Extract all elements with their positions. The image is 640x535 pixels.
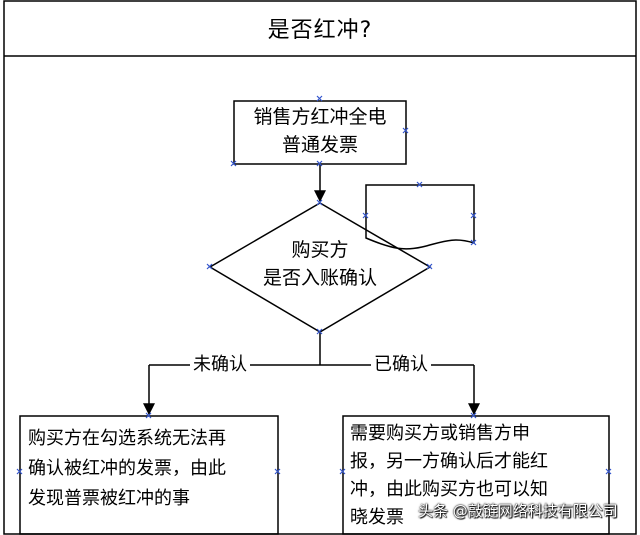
decision-line-2: 是否入账确认 xyxy=(262,267,377,289)
decision-line-1: 购买方 xyxy=(291,239,349,261)
right-result-line-2: 报，另一方确认后才能红 xyxy=(350,451,548,472)
start-box-line-1: 销售方红冲全电 xyxy=(253,106,387,128)
right-result-line-4: 晓发票 xyxy=(350,507,404,528)
right-result-box xyxy=(342,415,610,535)
left-result-line-3: 发现普票被红冲的事 xyxy=(28,488,190,509)
branch-left-label: 未确认 xyxy=(190,354,250,376)
right-result-line-1: 需要购买方或销售方申 xyxy=(350,423,530,444)
diagram-title: 是否红冲? xyxy=(267,18,373,43)
branch-right-label: 已确认 xyxy=(371,354,431,376)
start-box-line-2: 普通发票 xyxy=(281,134,358,156)
right-result-line-3: 冲，由此购买方也可以知 xyxy=(350,479,548,500)
document-shape xyxy=(365,184,475,250)
watermark: 头条 @敲链网络科技有限公司 xyxy=(418,502,618,520)
left-result-line-2: 确认被红冲的发票，由此 xyxy=(28,458,226,479)
left-result-line-1: 购买方在勾选系统无法再 xyxy=(28,428,226,449)
outer-frame xyxy=(3,0,637,535)
connection-markers xyxy=(16,95,612,475)
